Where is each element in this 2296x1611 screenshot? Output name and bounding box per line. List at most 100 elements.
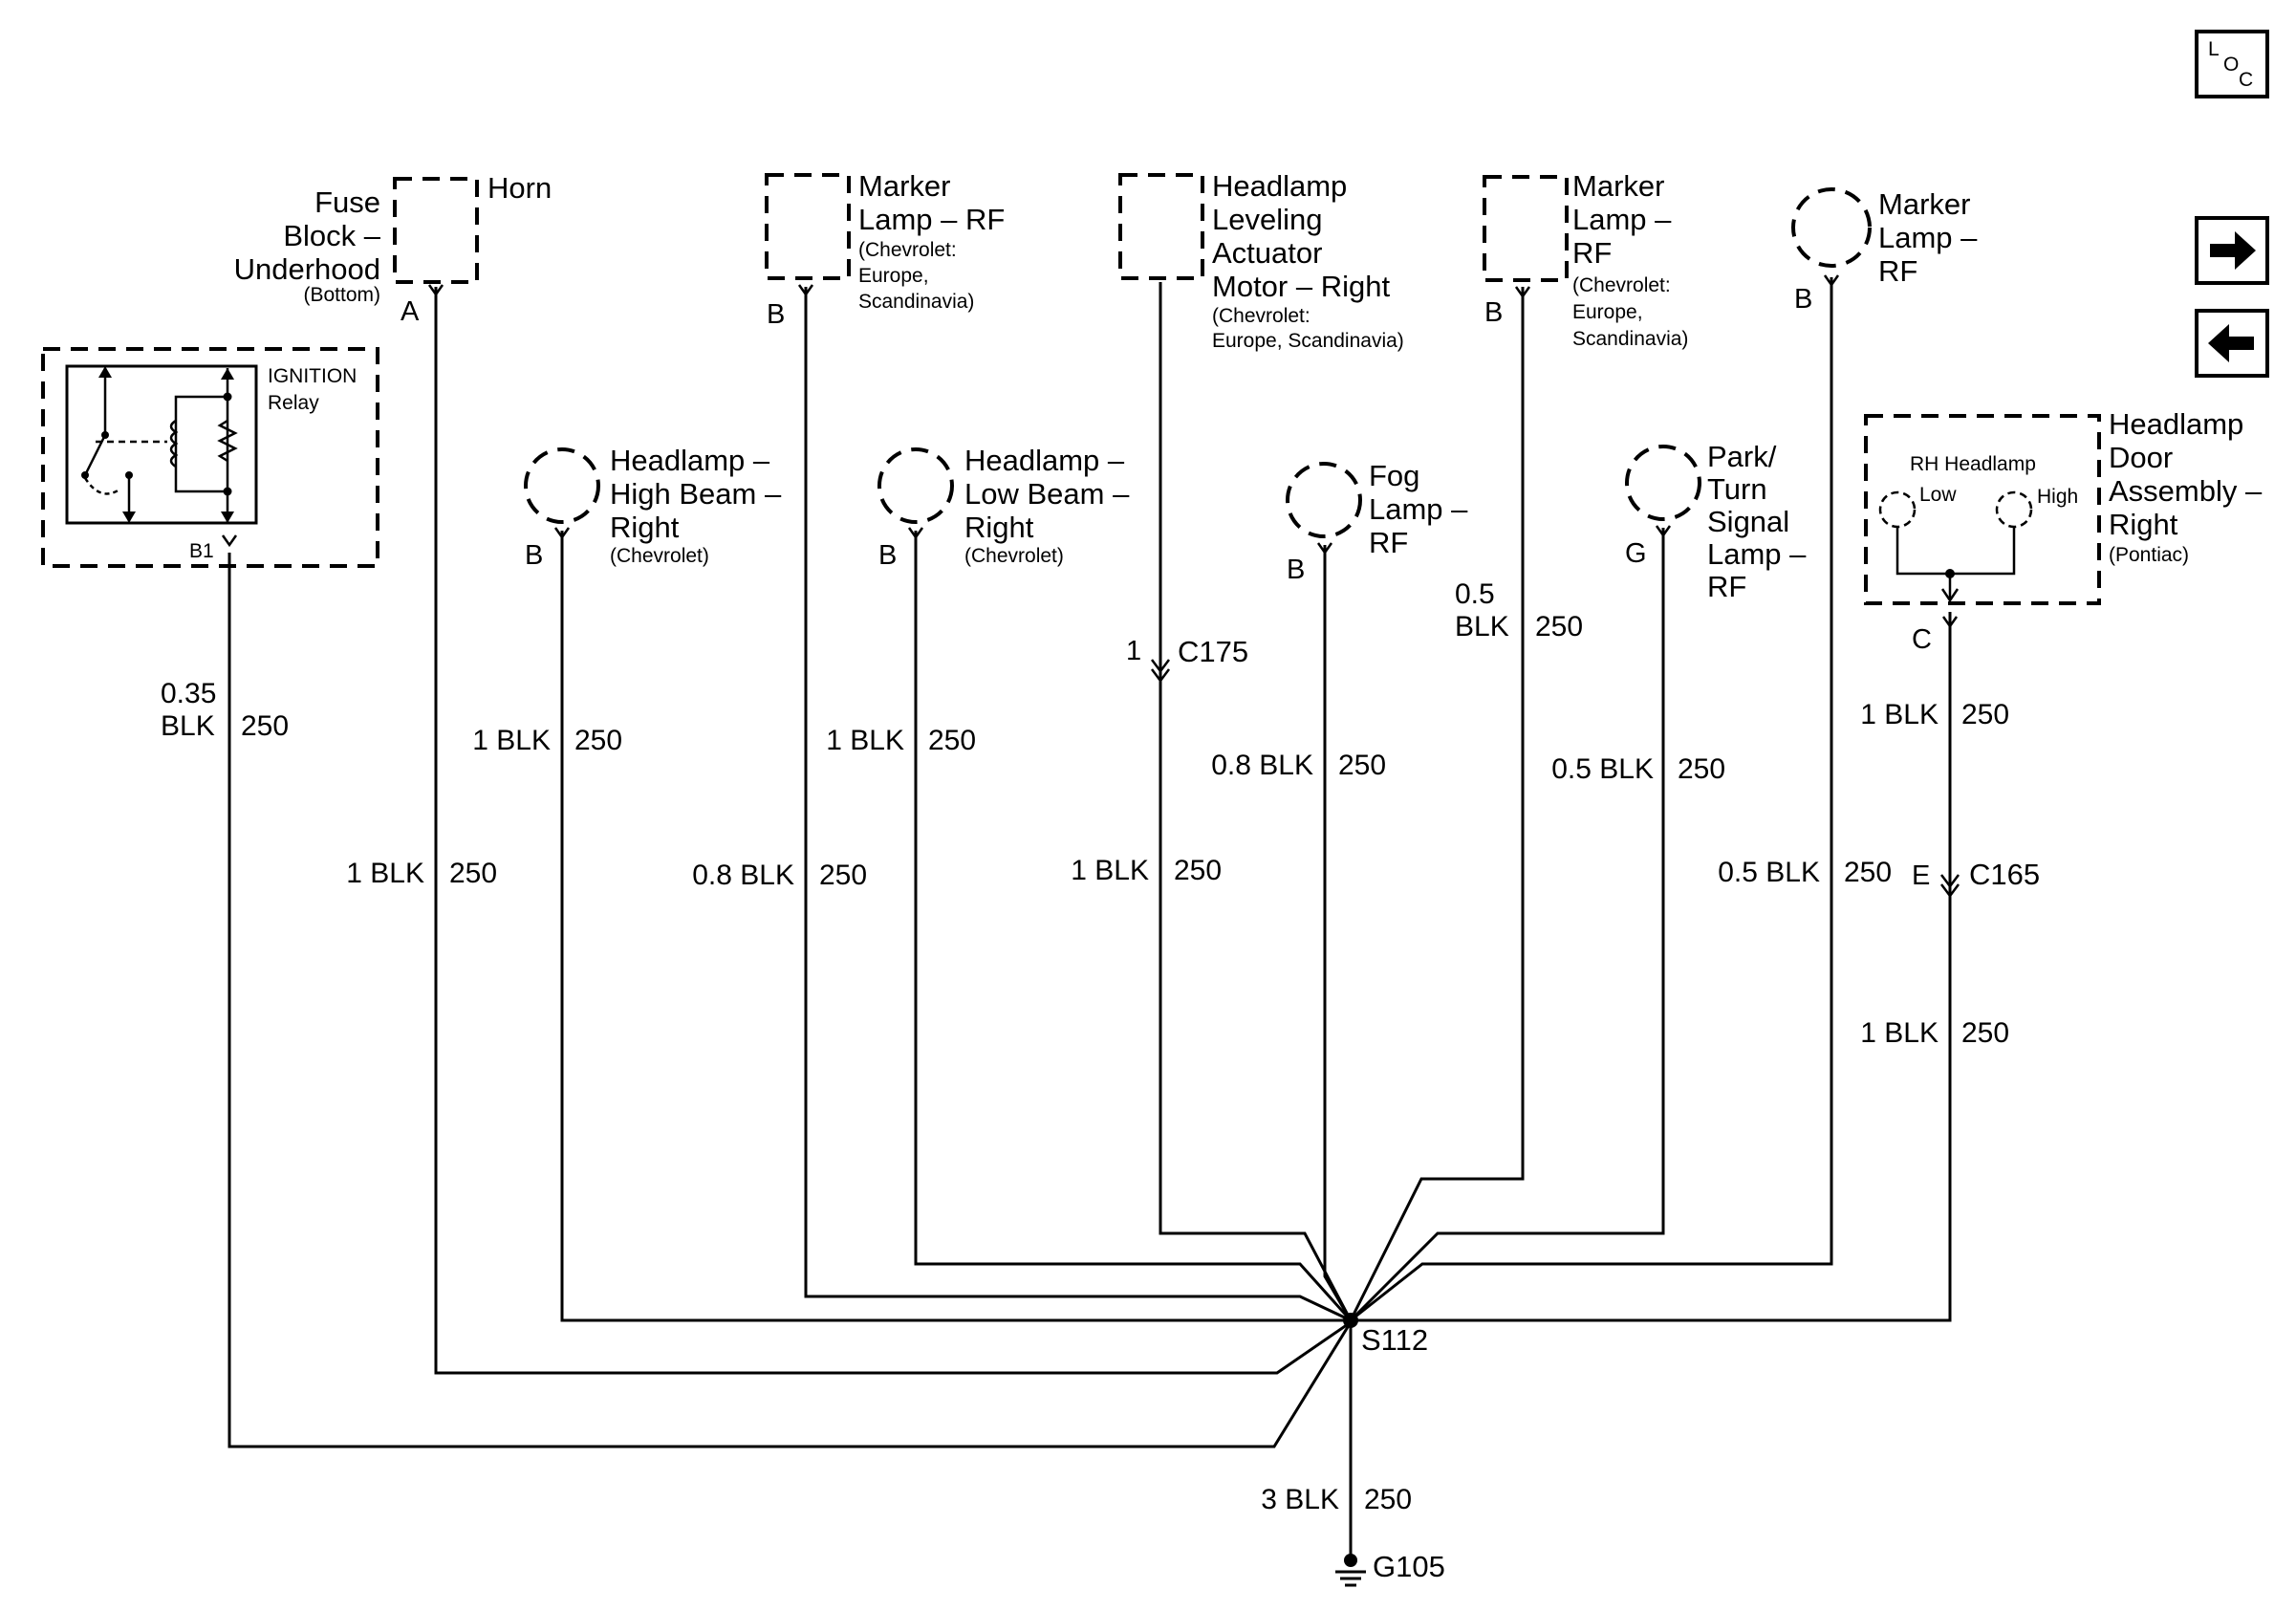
wire-label-ground: 3 BLK 250: [1261, 1484, 1412, 1515]
svg-text:250: 250: [928, 725, 976, 756]
fog-lamp-bulb: [1286, 462, 1362, 538]
relay-internals-icon: [81, 366, 238, 523]
svg-text:Leveling: Leveling: [1212, 203, 1322, 236]
svg-text:Park/: Park/: [1707, 440, 1777, 473]
ignition-relay-body: [65, 364, 258, 525]
park-turn-lamp-label: Park/ Turn Signal Lamp – RF: [1707, 440, 1807, 603]
park-turn-lamp-bulb: [1625, 445, 1701, 521]
previous-page-button[interactable]: [2195, 309, 2269, 378]
wire-label-leveling: 1 BLK 250: [1071, 855, 1222, 886]
svg-text:Lamp –: Lamp –: [1878, 221, 1978, 254]
svg-text:Signal: Signal: [1707, 505, 1789, 538]
svg-text:1 BLK: 1 BLK: [472, 725, 551, 756]
svg-text:250: 250: [1535, 611, 1583, 642]
svg-text:Headlamp –: Headlamp –: [610, 444, 770, 477]
svg-text:Fuse: Fuse: [314, 185, 380, 219]
svg-text:Underhood: Underhood: [234, 252, 380, 286]
headlamp-leveling-box: [1118, 173, 1204, 280]
fuse-block-label: Fuse Block – Underhood (Bottom): [234, 185, 381, 306]
svg-text:Door: Door: [2109, 441, 2173, 474]
low-bulb: [1878, 490, 1917, 529]
rh-headlamp-label: RH Headlamp: [1910, 453, 2036, 475]
marker-lamp-rf-3-label: Marker Lamp – RF: [1878, 187, 1978, 288]
svg-text:Lamp –: Lamp –: [1572, 203, 1672, 236]
svg-text:Headlamp –: Headlamp –: [964, 444, 1125, 477]
terminal-symbols: [221, 274, 1959, 629]
svg-text:Right: Right: [610, 511, 680, 544]
marker-lamp-rf-3-pin: B: [1794, 284, 1812, 315]
marker-lamp-rf-3-bulb: [1791, 187, 1872, 268]
svg-text:High Beam –: High Beam –: [610, 477, 782, 511]
ignition-relay-pin: B1: [189, 540, 214, 562]
marker-lamp-rf-2-label: Marker Lamp – RF (Chevrolet: Europe, Sca…: [1572, 169, 1688, 350]
marker-lamp-rf-1-pin: B: [767, 299, 785, 330]
svg-text:250: 250: [1961, 1017, 2009, 1049]
svg-text:RF: RF: [1878, 254, 1917, 288]
headlamp-high-beam-pin: B: [525, 540, 543, 571]
wire-label-high-beam: 1 BLK 250: [472, 725, 622, 756]
svg-text:BLK: BLK: [1455, 611, 1509, 642]
svg-text:Block –: Block –: [283, 219, 380, 252]
headlamp-door-internal-wire: [1895, 528, 2016, 576]
svg-text:IGNITION: IGNITION: [268, 365, 357, 387]
svg-text:Europe,: Europe,: [1572, 301, 1643, 323]
svg-text:250: 250: [241, 710, 289, 742]
svg-text:Lamp – RF: Lamp – RF: [858, 203, 1005, 236]
svg-text:250: 250: [819, 860, 867, 891]
arrow-right-icon: [2210, 231, 2256, 270]
loc-c: C: [2239, 69, 2253, 91]
svg-text:(Chevrolet:: (Chevrolet:: [1212, 305, 1310, 327]
svg-text:Relay: Relay: [268, 392, 319, 414]
svg-text:Lamp –: Lamp –: [1707, 537, 1807, 571]
headlamp-leveling-label: Headlamp Leveling Actuator Motor – Right…: [1212, 169, 1404, 352]
svg-text:(Chevrolet:: (Chevrolet:: [1572, 274, 1671, 296]
svg-text:Low Beam –: Low Beam –: [964, 477, 1130, 511]
high-label: High: [2037, 486, 2078, 508]
svg-text:0.8 BLK: 0.8 BLK: [692, 860, 794, 891]
wire-label-horn: 1 BLK 250: [346, 858, 497, 889]
wire-label-door-lower: 1 BLK 250: [1860, 1017, 2009, 1049]
headlamp-door-assembly-box: [1864, 414, 2101, 605]
svg-text:Headlamp: Headlamp: [1212, 169, 1347, 203]
c175-pin: 1: [1126, 636, 1141, 666]
headlamp-high-beam-bulb: [524, 447, 600, 524]
svg-text:0.5: 0.5: [1455, 578, 1495, 610]
marker-lamp-rf-1-label: Marker Lamp – RF (Chevrolet: Europe, Sca…: [858, 169, 1005, 313]
fog-lamp-label: Fog Lamp – RF: [1369, 459, 1468, 559]
svg-text:Actuator: Actuator: [1212, 236, 1322, 270]
splice-s112-label: S112: [1361, 1323, 1428, 1357]
svg-text:Right: Right: [2109, 508, 2178, 541]
connector-c165-symbol: [1940, 874, 1960, 899]
wire-label-fog: 0.8 BLK 250: [1211, 750, 1386, 781]
svg-text:250: 250: [449, 858, 497, 889]
loc-o: O: [2223, 54, 2239, 76]
wire-label-marker-3: 0.5 BLK 250: [1718, 857, 1892, 888]
ground-icon: [1335, 1554, 1366, 1587]
svg-text:Turn: Turn: [1707, 472, 1767, 506]
headlamp-low-beam-bulb: [877, 447, 954, 524]
svg-text:Europe, Scandinavia): Europe, Scandinavia): [1212, 330, 1404, 352]
svg-text:0.5 BLK: 0.5 BLK: [1551, 753, 1654, 785]
wire-label-door-upper: 1 BLK 250: [1860, 699, 2009, 730]
headlamp-door-assembly-label: Headlamp Door Assembly – Right (Pontiac): [2109, 407, 2263, 566]
headlamp-low-beam-pin: B: [878, 540, 897, 571]
svg-text:1 BLK: 1 BLK: [826, 725, 904, 756]
high-bulb: [1995, 490, 2033, 529]
c165-label: C165: [1969, 858, 2040, 891]
horn-label: Horn: [487, 171, 552, 205]
svg-text:250: 250: [1364, 1484, 1412, 1515]
svg-text:Assembly –: Assembly –: [2109, 474, 2263, 508]
loc-button[interactable]: L O C: [2195, 30, 2269, 98]
wire-label-marker-1: 0.8 BLK 250: [692, 860, 867, 891]
loc-l: L: [2208, 38, 2220, 60]
headlamp-low-beam-label: Headlamp – Low Beam – Right (Chevrolet): [964, 444, 1130, 567]
next-page-button[interactable]: [2195, 216, 2269, 285]
svg-text:Motor – Right: Motor – Right: [1212, 270, 1390, 303]
marker-lamp-rf-1-box: [765, 173, 851, 280]
svg-text:Scandinavia): Scandinavia): [858, 291, 974, 313]
c175-label: C175: [1178, 635, 1248, 668]
svg-text:1 BLK: 1 BLK: [1860, 1017, 1939, 1049]
svg-text:Lamp –: Lamp –: [1369, 492, 1468, 526]
connector-c175-symbol: [1151, 659, 1170, 684]
